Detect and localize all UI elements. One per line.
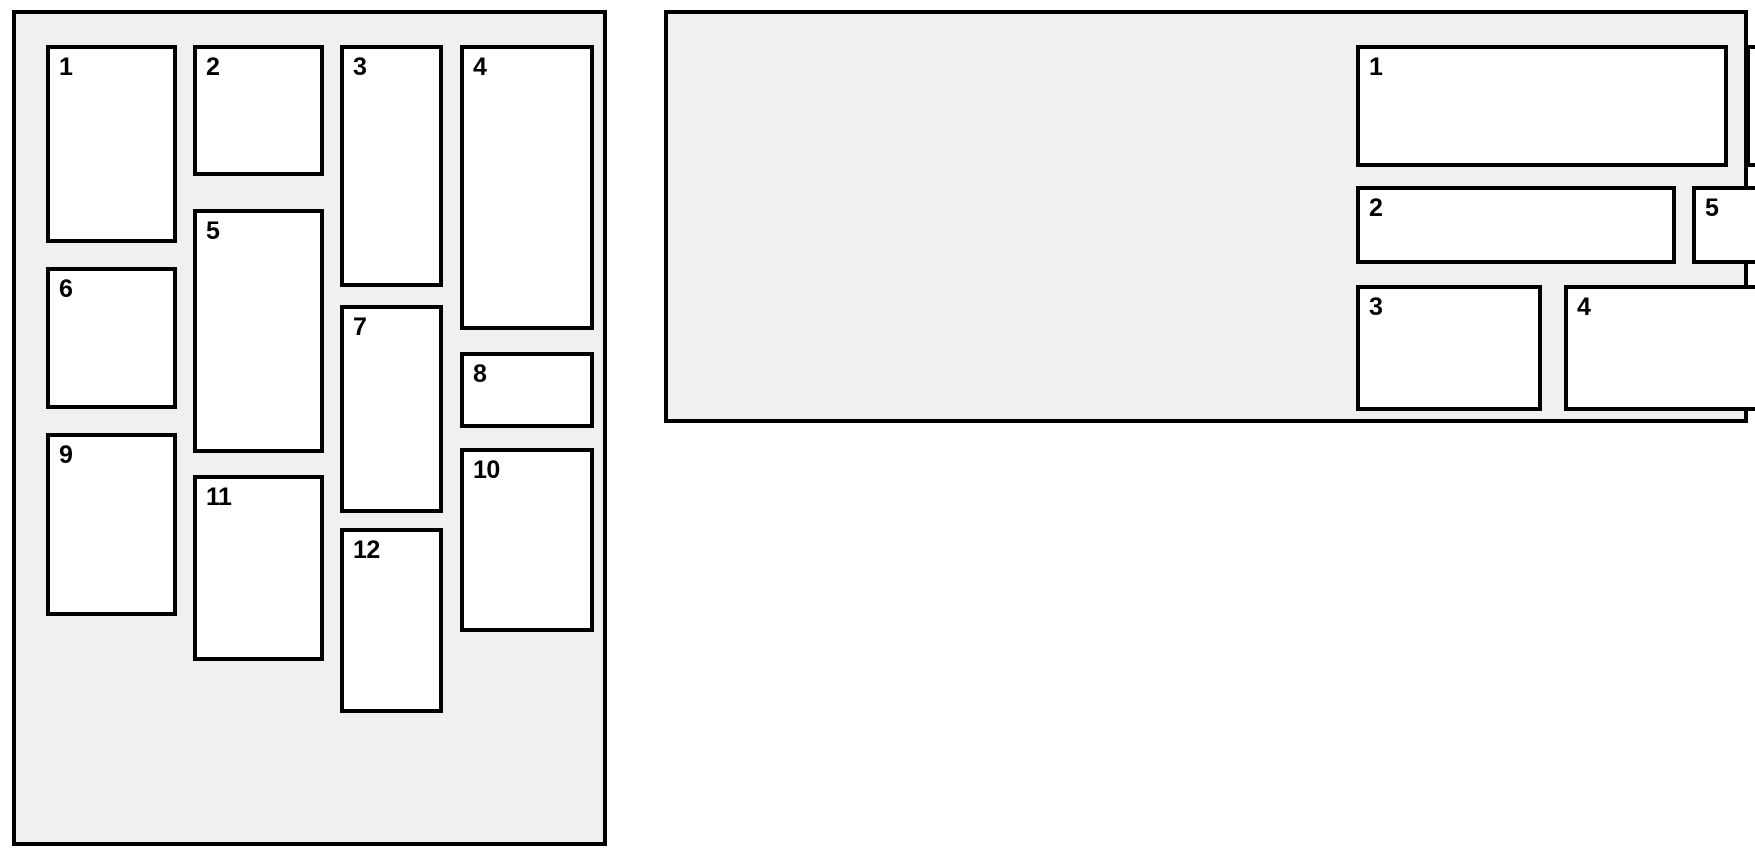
layout-box-label: 4	[1577, 293, 1591, 321]
layout-box-4[interactable]: 4	[1564, 285, 1755, 411]
layout-box-label: 3	[353, 53, 367, 81]
layout-box-8[interactable]: 8	[460, 352, 594, 428]
layout-box-2[interactable]: 2	[193, 45, 324, 176]
layout-box-label: 12	[353, 536, 380, 564]
layout-box-10[interactable]: 10	[460, 448, 594, 632]
layout-box-4[interactable]: 4	[460, 45, 594, 330]
layout-box-5[interactable]: 5	[193, 209, 324, 453]
layout-box-5[interactable]: 5	[1692, 186, 1755, 264]
layout-box-label: 6	[59, 275, 73, 303]
layout-box-1[interactable]: 1	[1356, 45, 1728, 167]
layout-box-9[interactable]: 9	[46, 433, 177, 616]
layout-box-3[interactable]: 3	[1356, 285, 1542, 411]
layout-box-label: 5	[206, 217, 220, 245]
layout-box-label: 10	[473, 456, 500, 484]
layout-box-label: 2	[1369, 194, 1383, 222]
layout-box-label: 8	[473, 360, 487, 388]
right-panel: 167259348	[664, 10, 1755, 423]
layout-box-label: 5	[1705, 194, 1719, 222]
layout-box-label: 1	[59, 53, 73, 81]
layout-box-7[interactable]: 7	[340, 305, 443, 513]
layout-box-label: 3	[1369, 293, 1383, 321]
layout-box-label: 7	[353, 313, 367, 341]
layout-box-label: 11	[206, 483, 232, 511]
layout-box-12[interactable]: 12	[340, 528, 443, 713]
layout-box-1[interactable]: 1	[46, 45, 177, 243]
layout-box-2[interactable]: 2	[1356, 186, 1676, 264]
layout-box-6[interactable]: 6	[46, 267, 177, 409]
layout-box-11[interactable]: 11	[193, 475, 324, 661]
layout-box-label: 2	[206, 53, 220, 81]
layout-box-label: 9	[59, 441, 73, 469]
layout-box-6[interactable]: 6	[1746, 45, 1755, 167]
layout-box-label: 1	[1369, 53, 1383, 81]
layout-box-3[interactable]: 3	[340, 45, 443, 287]
layout-box-label: 4	[473, 53, 487, 81]
